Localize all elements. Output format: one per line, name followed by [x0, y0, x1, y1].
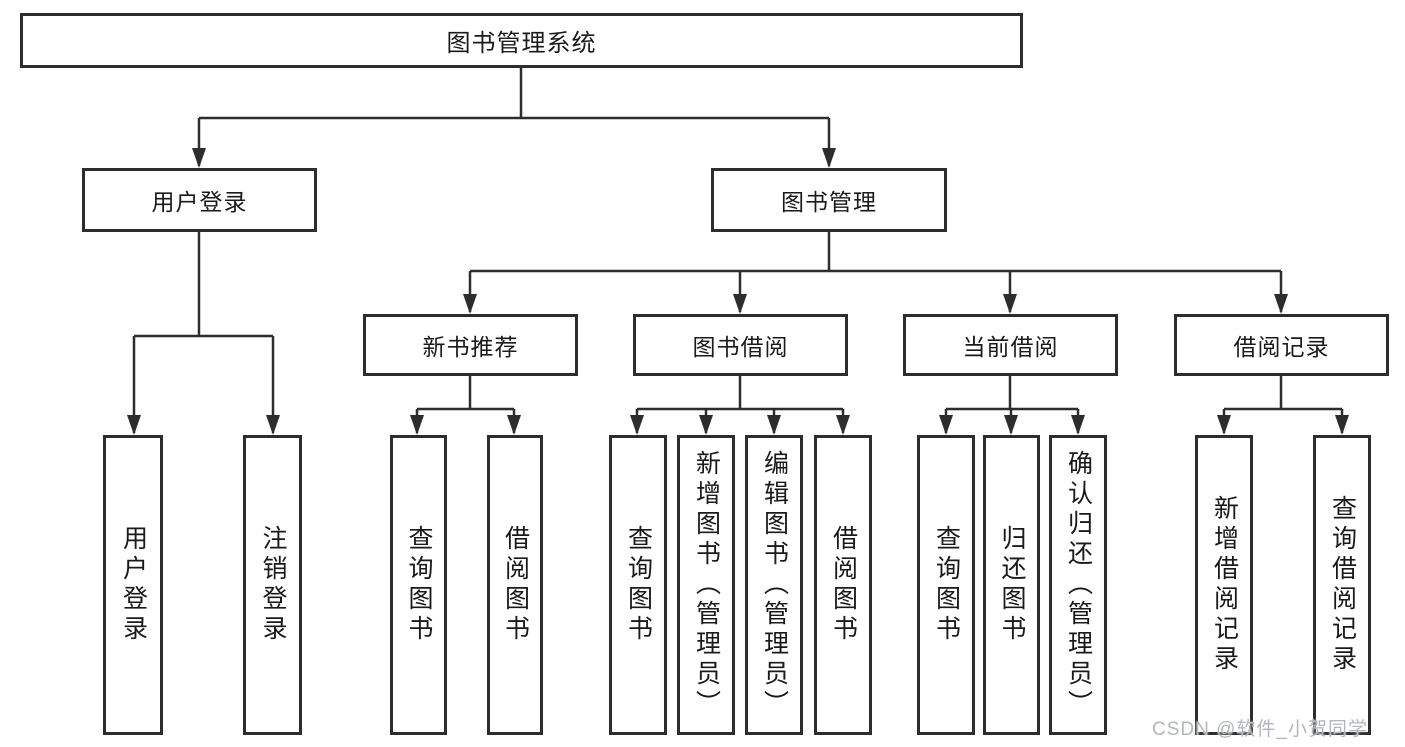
node-cb-return-book: 归还图书 [983, 435, 1040, 735]
node-library-management-system: 图书管理系统 [20, 13, 1023, 68]
node-bb-query-book: 查询图书 [609, 435, 667, 735]
node-cb-confirm-return-admin: 确认归还（管理员） [1049, 435, 1107, 735]
node-label: 新书推荐 [422, 334, 519, 360]
node-book-management: 图书管理 [711, 168, 947, 232]
node-label: 查询图书 [932, 525, 961, 645]
node-label: 图书借阅 [692, 334, 789, 360]
node-current-borrowing: 当前借阅 [903, 314, 1118, 376]
node-cb-query-book: 查询图书 [917, 435, 975, 735]
node-book-borrowing: 图书借阅 [633, 314, 848, 376]
node-label: 借阅图书 [501, 525, 530, 645]
node-br-add-record: 新增借阅记录 [1195, 435, 1253, 735]
node-label: 用户登录 [119, 525, 148, 645]
node-label: 图书管理系统 [446, 30, 597, 57]
node-label: 图书管理 [781, 189, 877, 215]
node-label: 编辑图书（管理员） [760, 450, 789, 720]
node-bb-borrow-book: 借阅图书 [814, 435, 872, 735]
node-nbr-borrow-book: 借阅图书 [487, 435, 543, 735]
node-label: 用户登录 [151, 189, 248, 215]
node-label: 确认归还（管理员） [1064, 450, 1093, 720]
node-label: 当前借阅 [962, 334, 1059, 360]
node-new-book-recommendation: 新书推荐 [363, 314, 578, 376]
node-label: 查询图书 [405, 525, 433, 645]
node-bb-add-book-admin: 新增图书（管理员） [677, 435, 735, 735]
node-nbr-query-book: 查询图书 [390, 435, 447, 735]
node-user-login: 用户登录 [82, 168, 317, 232]
node-bb-edit-book-admin: 编辑图书（管理员） [745, 435, 803, 735]
node-borrowing-records: 借阅记录 [1174, 314, 1389, 376]
node-label: 新增图书（管理员） [692, 450, 721, 720]
node-label: 查询图书 [624, 525, 653, 645]
node-label: 归还图书 [998, 525, 1026, 645]
node-label: 借阅记录 [1233, 334, 1330, 360]
node-label: 查询借阅记录 [1328, 495, 1357, 675]
node-label: 注销登录 [259, 525, 287, 645]
csdn-watermark: CSDN @软件_小贺同学 [1152, 719, 1368, 740]
node-label: 新增借阅记录 [1210, 495, 1239, 675]
node-logout: 注销登录 [243, 435, 302, 735]
node-user-login-leaf: 用户登录 [103, 435, 163, 735]
node-label: 借阅图书 [829, 525, 858, 645]
node-br-query-record: 查询借阅记录 [1313, 435, 1371, 735]
